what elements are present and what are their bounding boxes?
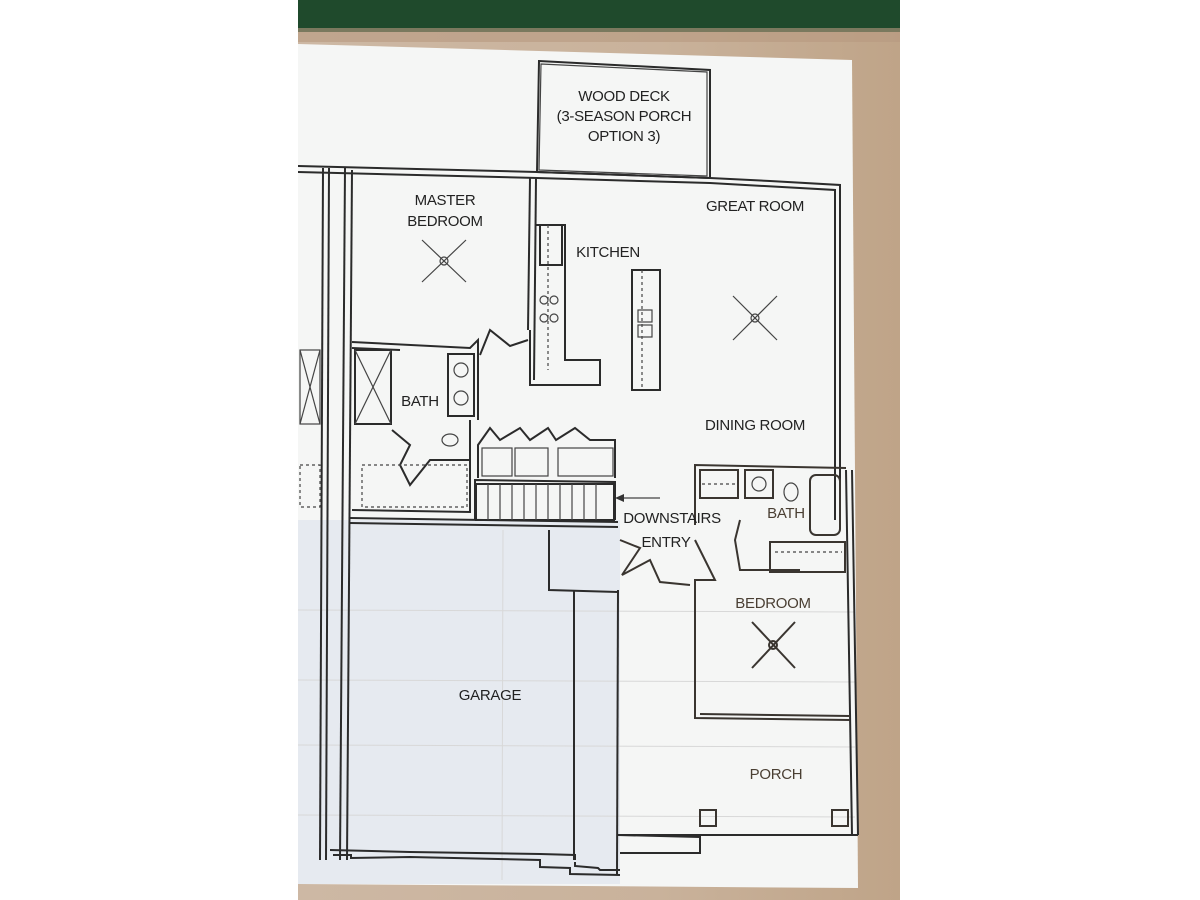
entry-label: ENTRY (641, 534, 690, 551)
arrow-left-icon (615, 494, 660, 502)
downstairs-label: DOWNSTAIRS (623, 510, 721, 527)
stairs (475, 483, 615, 521)
master-bath-label: BATH (401, 393, 439, 410)
ceiling-fan-icon (751, 621, 796, 669)
interior-walls (299, 177, 851, 827)
wood-deck-label: (3-SEASON PORCH (557, 108, 692, 125)
master-bedroom-label: BEDROOM (407, 213, 482, 230)
ceiling-fan-icon (732, 295, 778, 341)
kitchen-label: KITCHEN (576, 244, 640, 261)
green-band (298, 0, 900, 32)
porch-label: PORCH (750, 766, 803, 783)
dining-room-label: DINING ROOM (705, 417, 805, 434)
great-room-label: GREAT ROOM (706, 198, 804, 215)
garage-label: GARAGE (459, 687, 522, 704)
exterior-walls (298, 165, 859, 876)
floor-plan-diagram: WOOD DECK (3-SEASON PORCH OPTION 3) MAST… (298, 0, 900, 888)
bedroom-label: BEDROOM (735, 595, 810, 612)
master-bedroom-label: MASTER (415, 192, 476, 209)
bath-label: BATH (767, 505, 805, 522)
floor-plan-photo: WOOD DECK (3-SEASON PORCH OPTION 3) MAST… (298, 0, 900, 900)
wood-deck-label: OPTION 3) (588, 128, 661, 145)
kitchen-island (631, 269, 661, 391)
ceiling-fan-icon (421, 239, 467, 283)
wood-deck-label: WOOD DECK (578, 88, 670, 105)
